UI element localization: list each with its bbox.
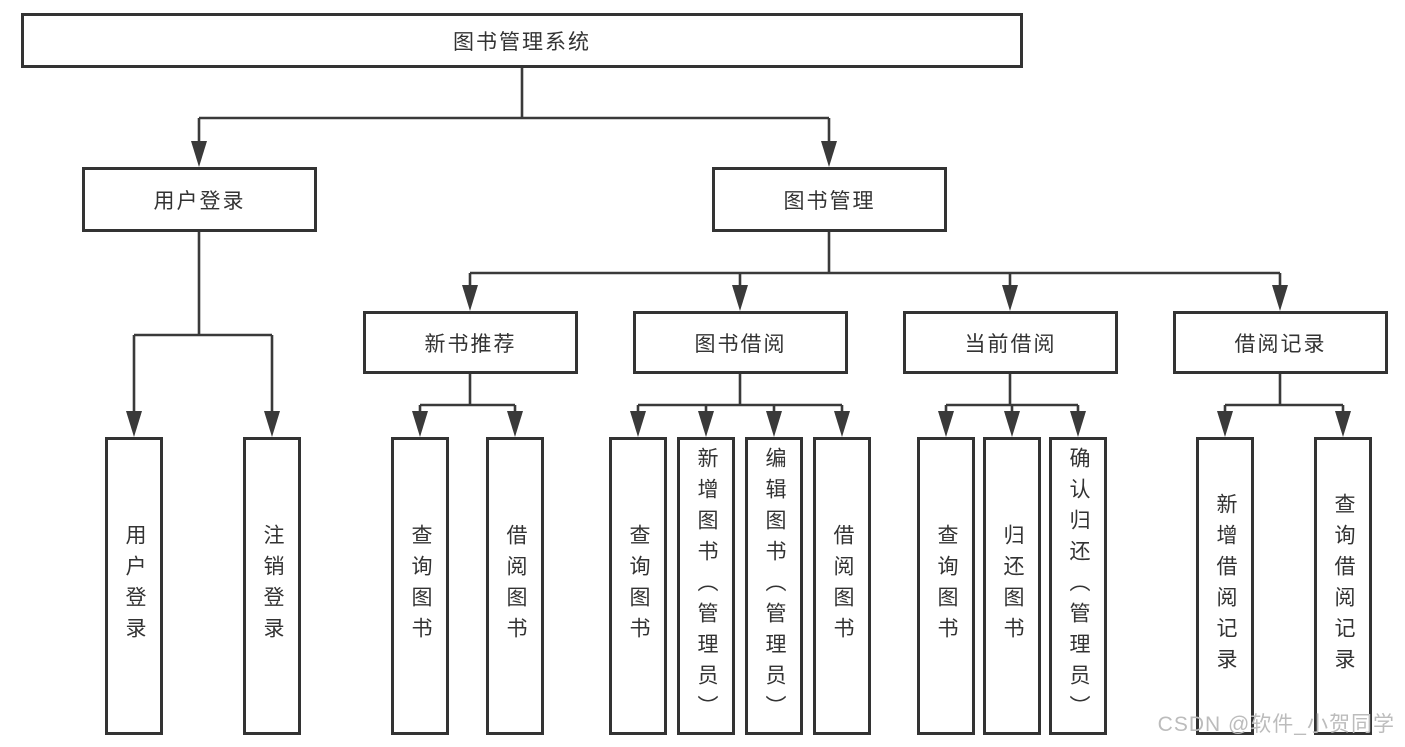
leaf-query-books-borrow: 查询图书 <box>609 437 667 735</box>
node-current-borrow: 当前借阅 <box>903 311 1118 374</box>
leaf-return-book: 归还图书 <box>983 437 1041 735</box>
connector-book-management-branch <box>462 232 1288 311</box>
leaf-query-borrow-record: 查询借阅记录 <box>1314 437 1372 735</box>
leaf-query-books-recommend: 查询图书 <box>391 437 449 735</box>
connector-root-branch <box>191 68 837 167</box>
leaf-borrow-books-recommend: 借阅图书 <box>486 437 544 735</box>
watermark: CSDN @软件_小贺同学 <box>1157 713 1395 736</box>
connector-new-book-recommend-branch <box>412 374 523 437</box>
node-root-system: 图书管理系统 <box>21 13 1023 68</box>
connector-borrow-records-branch <box>1217 374 1351 437</box>
connector-book-borrow-branch <box>630 374 850 437</box>
node-book-management: 图书管理 <box>712 167 947 232</box>
leaf-query-books-current: 查询图书 <box>917 437 975 735</box>
node-user-login: 用户登录 <box>82 167 317 232</box>
node-book-borrow: 图书借阅 <box>633 311 848 374</box>
node-new-book-recommend: 新书推荐 <box>363 311 578 374</box>
leaf-confirm-return-admin: 确认归还（管理员） <box>1049 437 1107 735</box>
leaf-logout: 注销登录 <box>243 437 301 735</box>
leaf-borrow-books: 借阅图书 <box>813 437 871 735</box>
leaf-add-book-admin: 新增图书（管理员） <box>677 437 735 735</box>
node-borrow-records: 借阅记录 <box>1173 311 1388 374</box>
connector-user-login-branch <box>126 232 280 437</box>
leaf-user-login: 用户登录 <box>105 437 163 735</box>
connector-current-borrow-branch <box>938 374 1086 437</box>
leaf-edit-book-admin: 编辑图书（管理员） <box>745 437 803 735</box>
leaf-add-borrow-record: 新增借阅记录 <box>1196 437 1254 735</box>
